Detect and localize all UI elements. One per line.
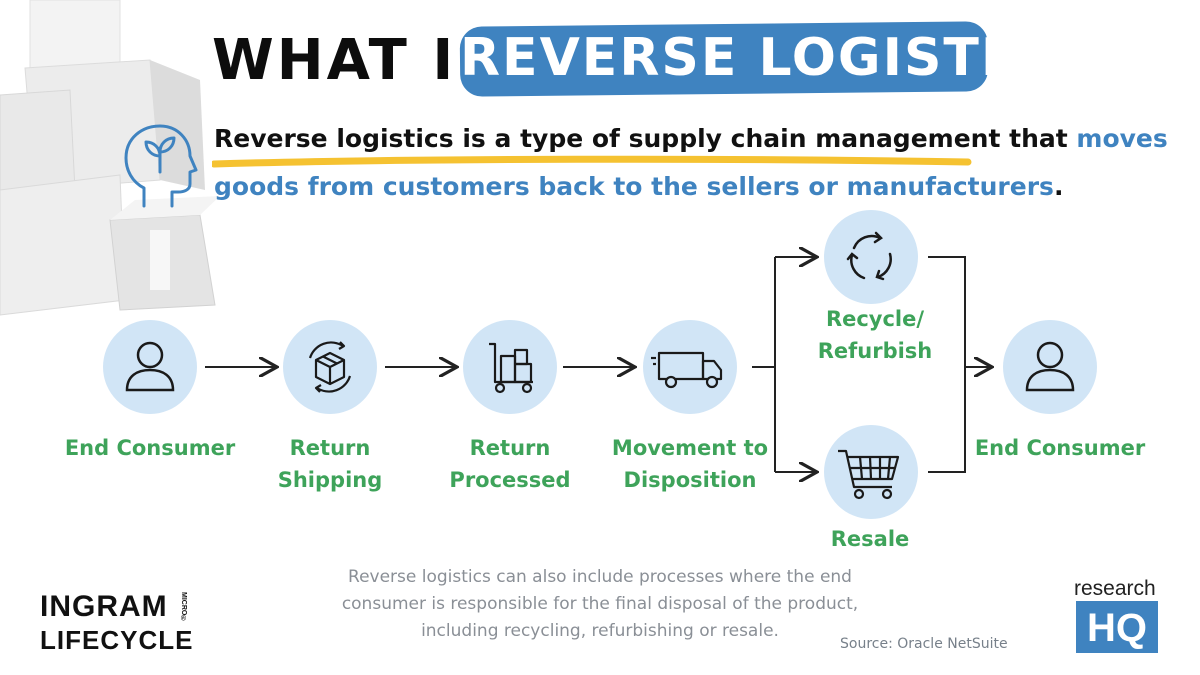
footer-note-line3: including recycling, refurbishing or res… xyxy=(421,621,779,641)
definition-term: Reverse logistics is a type of supply ch… xyxy=(214,124,1001,153)
definition-line-1: Reverse logistics is a type of supply ch… xyxy=(214,124,1168,153)
footer-note-line1: Reverse logistics can also include proce… xyxy=(348,567,852,587)
research-logo-text: research xyxy=(1074,577,1156,600)
step-3-label-line2: Processed xyxy=(449,468,571,492)
cart-boxes-icon xyxy=(489,342,533,394)
step-3-label-line1: Return xyxy=(469,436,551,460)
step-end-consumer-final-circle xyxy=(1003,320,1097,414)
step-5-label-line1: Recycle/ xyxy=(825,307,925,331)
person-icon xyxy=(1025,341,1075,392)
step-recycle-circle xyxy=(824,210,918,304)
title-prefix: WHAT IS xyxy=(212,28,500,93)
step-4-label: Movement to Disposition xyxy=(600,432,780,496)
cardboard-boxes-illustration xyxy=(0,0,220,316)
mind-sprout-icon xyxy=(124,124,198,208)
definition-line-2: goods from customers back to the sellers… xyxy=(214,172,1063,201)
hq-logo-badge: HQ xyxy=(1076,601,1158,653)
ingram-micro-tag: MICRO® xyxy=(180,592,187,623)
step-4-label-line2: Disposition xyxy=(623,468,757,492)
step-1-label: End Consumer xyxy=(64,436,236,460)
box-return-icon xyxy=(308,341,352,393)
step-4-label-line1: Movement to xyxy=(611,436,769,460)
step-movement-circle xyxy=(643,320,737,414)
step-2-label-line1: Return xyxy=(289,436,371,460)
definition-join: that xyxy=(1000,124,1077,153)
recycle-icon xyxy=(846,231,892,281)
step-5-label-line2: Refurbish xyxy=(817,339,933,363)
source-citation: Source: Oracle NetSuite xyxy=(840,636,1008,652)
highlight-underline xyxy=(212,155,972,168)
definition-period: . xyxy=(1053,172,1064,201)
step-2-label-line2: Shipping xyxy=(277,468,383,492)
truck-icon xyxy=(651,351,723,389)
branch-connector xyxy=(752,256,815,473)
footer-note-line2: consumer is responsible for the final di… xyxy=(341,594,859,614)
step-5-label: Recycle/Refurbish xyxy=(790,303,960,367)
ingram-logo-text: INGRAM xyxy=(40,590,168,623)
step-return-shipping-circle xyxy=(283,320,377,414)
footer-note: Reverse logistics can also include proce… xyxy=(300,564,900,645)
definition-highlight-2: goods from customers back to the sellers… xyxy=(214,172,1054,201)
step-7-label: End Consumer xyxy=(974,436,1146,460)
step-6-label: Resale xyxy=(830,527,910,551)
lifecycle-logo-text: LIFECYCLE xyxy=(40,625,194,655)
step-end-consumer-circle xyxy=(103,320,197,414)
definition-highlight-1: moves xyxy=(1076,124,1168,153)
step-resale-circle xyxy=(824,425,918,519)
step-return-processed-circle xyxy=(463,320,557,414)
person-icon xyxy=(125,341,175,392)
shopping-cart-icon xyxy=(838,449,900,500)
